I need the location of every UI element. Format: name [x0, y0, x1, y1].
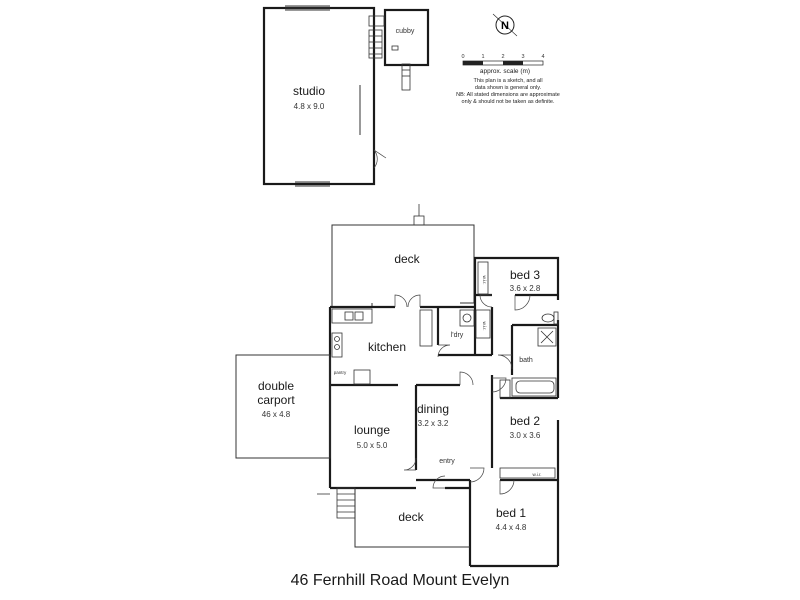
- bath-fixtures: [511, 311, 559, 397]
- scale-tick-2: 2: [501, 54, 504, 60]
- kitchen-bench: [331, 308, 491, 385]
- pantry-label: pantry: [334, 370, 347, 375]
- scale-bar: 0 1 2 3 4 approx. scale (m): [461, 54, 544, 75]
- scale-tick-0: 0: [461, 54, 464, 60]
- cubby-outline: [368, 8, 430, 91]
- scale-tick-4: 4: [541, 54, 544, 60]
- bottom-deck-label: deck: [398, 510, 424, 524]
- scale-label: approx. scale (m): [480, 68, 530, 75]
- note-line-3: NB: All stated dimensions are approximat…: [456, 92, 560, 98]
- property-address: 46 Fernhill Road Mount Evelyn: [291, 572, 510, 589]
- entry-label: entry: [439, 458, 455, 465]
- scale-tick-1: 1: [481, 54, 484, 60]
- bath-label: bath: [519, 357, 533, 364]
- note-line-2: data shown is general only.: [475, 85, 542, 91]
- ldry-label: l'dry: [451, 332, 464, 339]
- dining-label: dining: [417, 402, 449, 416]
- lounge-label: lounge: [354, 423, 390, 437]
- bed2-label: bed 2: [510, 414, 540, 428]
- compass-icon: N: [492, 13, 518, 37]
- bed2-dimensions: 3.0 x 3.6: [510, 431, 541, 440]
- doors: [394, 294, 531, 495]
- kitchen-label: kitchen: [368, 340, 406, 354]
- bed3-wir-label: w.i.r.: [482, 275, 487, 284]
- carport-label-line2: carport: [257, 393, 295, 407]
- wardrobes: [477, 261, 556, 479]
- note-line-1: This plan is a sketch, and all: [473, 78, 542, 84]
- carport-label-line1: double: [258, 379, 294, 393]
- bed3-label: bed 3: [510, 268, 540, 282]
- top-deck-label: deck: [394, 252, 420, 266]
- carport-outline: [235, 354, 331, 459]
- cubby-label: cubby: [396, 28, 415, 35]
- scale-tick-3: 3: [521, 54, 524, 60]
- dining-dimensions: 3.2 x 3.2: [418, 419, 449, 428]
- bed1-dimensions: 4.4 x 4.8: [496, 523, 527, 532]
- studio-outline: [262, 5, 387, 187]
- bed3-dimensions: 3.6 x 2.8: [510, 284, 541, 293]
- note-line-4: only & should not be taken as definite.: [462, 99, 555, 105]
- bottom-deck-outline: [317, 487, 470, 548]
- studio-dimensions: 4.8 x 9.0: [294, 102, 325, 111]
- lounge-dimensions: 5.0 x 5.0: [357, 441, 388, 450]
- ldry-wir-label: w.i.r.: [482, 321, 487, 330]
- studio-label: studio: [293, 84, 325, 98]
- bed1-label: bed 1: [496, 506, 526, 520]
- bed2-wir-label: w.i.r.: [532, 472, 541, 477]
- compass-label: N: [501, 20, 509, 32]
- carport-dimensions: 46 x 4.8: [262, 410, 291, 419]
